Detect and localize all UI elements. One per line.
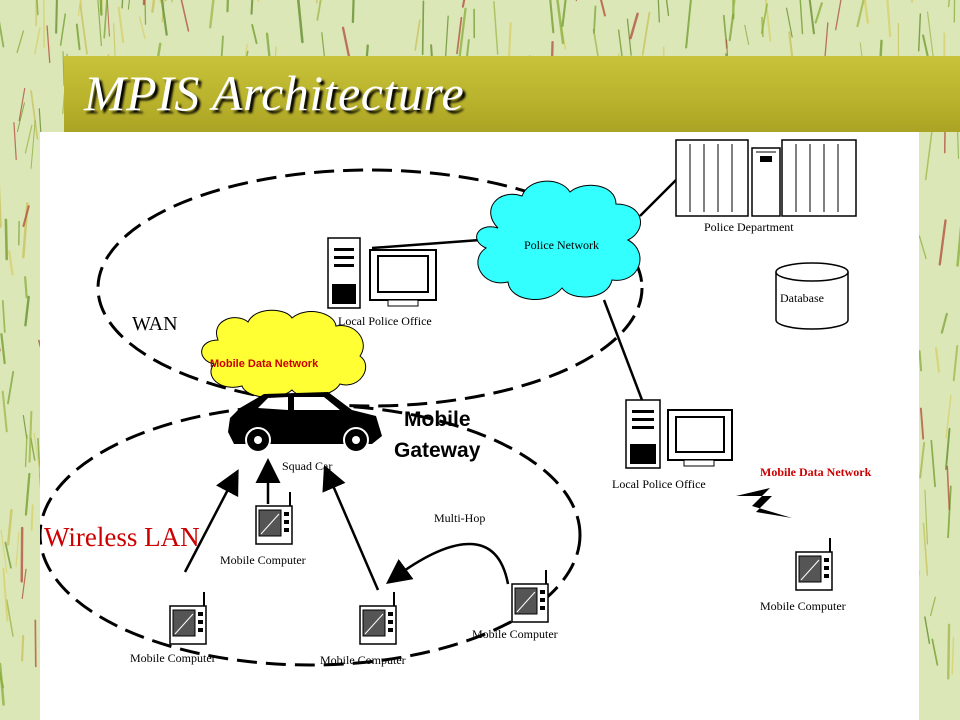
wan-label: WAN [132, 313, 178, 335]
mobile-computer-label: Mobile Computer [760, 599, 846, 613]
database-icon [775, 262, 849, 330]
multi-hop-label: Multi-Hop [434, 511, 485, 525]
slide-title: MPIS Architecture [84, 65, 465, 121]
squad-car-icon [228, 392, 382, 453]
local-police-office-top-label: Local Police Office [338, 314, 432, 328]
wan-region [96, 168, 644, 408]
squad-car-label: Squad Car [282, 459, 332, 473]
mobile-data-network-cloud-label: Mobile Data Network [210, 358, 319, 370]
local-police-office-right-label: Local Police Office [612, 477, 706, 491]
mobile-computer-label: Mobile Computer [320, 653, 406, 667]
police-network-cloud: Police Network [476, 180, 641, 300]
mobile-computer-icon [511, 570, 549, 623]
network-links [371, 179, 677, 401]
wireless-lan-label: Wireless LAN [44, 522, 200, 552]
title-band [64, 56, 960, 132]
mobile-data-network-cloud: Mobile Data Network [201, 309, 366, 398]
police-network-label: Police Network [524, 238, 599, 252]
mobile-computer-icon [359, 592, 397, 645]
mobile-gateway-line2: Gateway [394, 439, 481, 462]
mobile-computer-icon [795, 538, 833, 591]
workstation-icon [625, 399, 733, 469]
link-arrows [183, 458, 510, 591]
mobile-computer-label: Mobile Computer [220, 553, 306, 567]
mobile-computer-label: Mobile Computer [472, 627, 558, 641]
mobile-computer-label: Mobile Computer [130, 651, 216, 665]
mobile-computer-icon [255, 492, 293, 545]
architecture-diagram: Police Network Mobile Data Network Polic… [40, 139, 872, 667]
database-label: Database [780, 291, 824, 305]
mobile-computer-icon [169, 592, 207, 645]
mobile-gateway-line1: Mobile [404, 408, 471, 431]
wireless-link-icon [736, 488, 792, 518]
police-department-server-icon [675, 139, 857, 217]
police-department-label: Police Department [704, 220, 794, 234]
workstation-icon [327, 237, 437, 309]
mobile-data-network-link-label: Mobile Data Network [760, 465, 872, 479]
